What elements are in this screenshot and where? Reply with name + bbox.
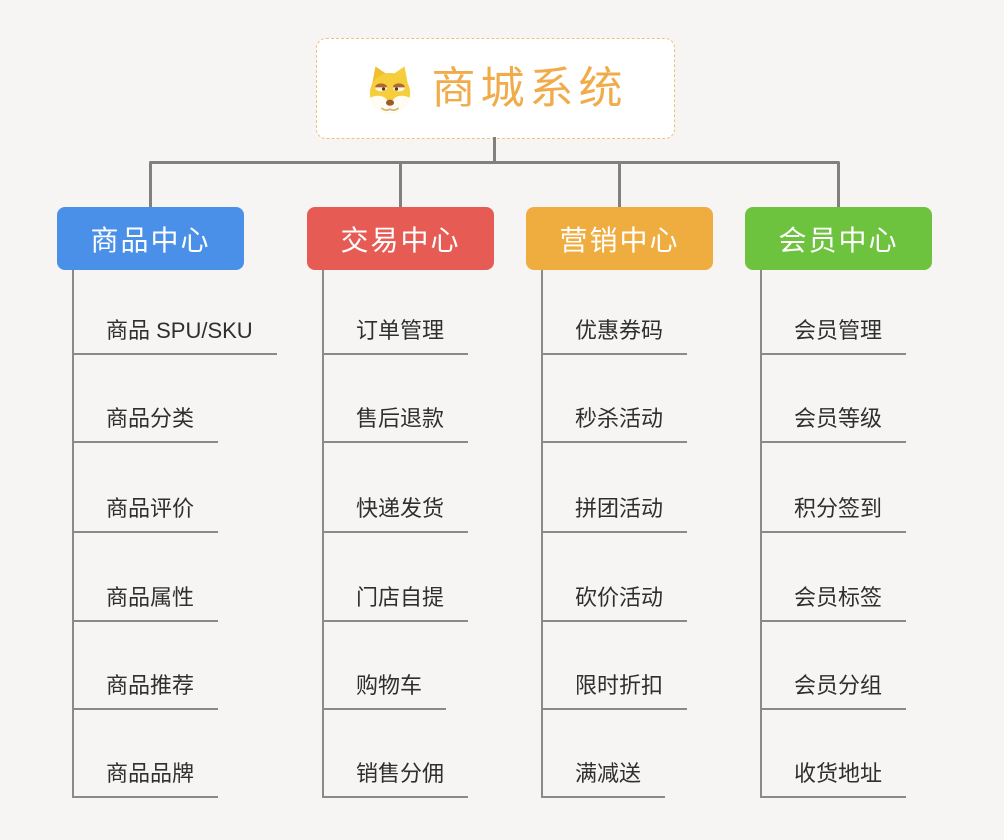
connector-drop-marketing xyxy=(618,163,621,207)
connector-root-stem xyxy=(493,137,496,163)
topic-item[interactable]: 满减送 xyxy=(541,760,666,798)
connector-drop-trade xyxy=(399,163,402,207)
connector-drop-product xyxy=(149,163,152,207)
topic-item[interactable]: 拼团活动 xyxy=(541,495,688,533)
topic-item[interactable]: 优惠券码 xyxy=(541,317,688,355)
connector-horizontal-bar xyxy=(149,161,840,164)
topic-item[interactable]: 商品品牌 xyxy=(72,760,219,798)
topic-item[interactable]: 商品推荐 xyxy=(72,672,219,710)
branch-node-trade-center[interactable]: 交易中心 xyxy=(307,207,494,270)
topic-item[interactable]: 购物车 xyxy=(322,672,447,710)
topic-item[interactable]: 商品分类 xyxy=(72,405,219,443)
topic-item[interactable]: 商品 SPU/SKU xyxy=(72,317,277,355)
topic-item[interactable]: 收货地址 xyxy=(760,760,907,798)
topic-item[interactable]: 销售分佣 xyxy=(322,760,469,798)
topic-item[interactable]: 会员标签 xyxy=(760,584,907,622)
topic-item[interactable]: 会员管理 xyxy=(760,317,907,355)
topic-item[interactable]: 会员分组 xyxy=(760,672,907,710)
branch-node-member-center[interactable]: 会员中心 xyxy=(745,207,932,270)
topic-item[interactable]: 秒杀活动 xyxy=(541,405,688,443)
branch-vertical-line xyxy=(541,270,543,798)
root-node[interactable]: 商城系统 xyxy=(316,38,675,139)
branch-vertical-line xyxy=(322,270,324,798)
branch-vertical-line xyxy=(72,270,74,798)
topic-item[interactable]: 砍价活动 xyxy=(541,584,688,622)
branch-items-marketing: 优惠券码 秒杀活动 拼团活动 砍价活动 限时折扣 满减送 xyxy=(541,270,791,802)
topic-item[interactable]: 积分签到 xyxy=(760,495,907,533)
branch-items-trade: 订单管理 售后退款 快递发货 门店自提 购物车 销售分佣 xyxy=(322,270,572,802)
topic-item[interactable]: 订单管理 xyxy=(322,317,469,355)
doge-dog-icon xyxy=(364,64,416,114)
topic-item[interactable]: 会员等级 xyxy=(760,405,907,443)
branch-node-product-center[interactable]: 商品中心 xyxy=(57,207,244,270)
topic-item[interactable]: 快递发货 xyxy=(322,495,469,533)
root-title: 商城系统 xyxy=(431,63,628,113)
topic-item[interactable]: 门店自提 xyxy=(322,584,469,622)
branch-items-member: 会员管理 会员等级 积分签到 会员标签 会员分组 收货地址 xyxy=(760,270,1004,802)
topic-item[interactable]: 售后退款 xyxy=(322,405,469,443)
branch-node-marketing-center[interactable]: 营销中心 xyxy=(526,207,713,270)
branch-items-product: 商品 SPU/SKU 商品分类 商品评价 商品属性 商品推荐 商品品牌 xyxy=(72,270,322,802)
topic-item[interactable]: 商品属性 xyxy=(72,584,219,622)
topic-item[interactable]: 限时折扣 xyxy=(541,672,688,710)
connector-drop-member xyxy=(837,163,840,207)
branch-vertical-line xyxy=(760,270,762,798)
topic-item[interactable]: 商品评价 xyxy=(72,495,219,533)
